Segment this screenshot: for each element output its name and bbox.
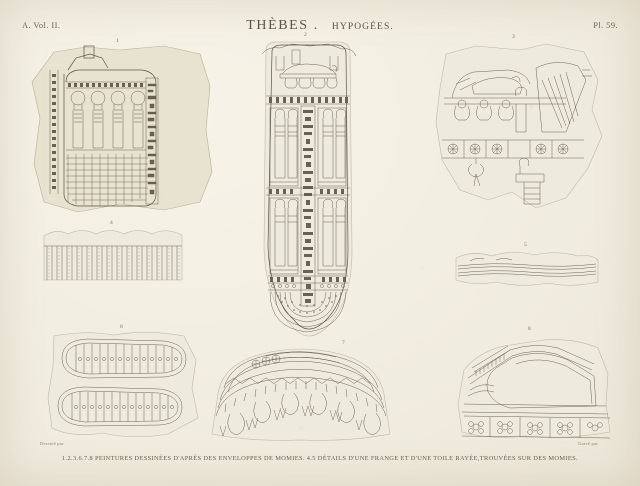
figure-8-number: 8 — [528, 326, 531, 332]
page-title: THÈBES . — [246, 18, 319, 33]
credit-left: Dessiné par — [40, 441, 64, 446]
figure-4-number: 4 — [110, 220, 113, 226]
plate-title-group: THÈBES . HYPOGÉES. — [0, 16, 640, 34]
figure-7-broad-collar: 7 — [200, 340, 400, 442]
figure-6-number: 6 — [120, 324, 123, 330]
credit-right: Gravé par — [577, 441, 598, 446]
figure-4-fringe-detail: 4 — [42, 220, 186, 284]
figure-5-striped-cloth: 5 — [452, 242, 602, 290]
figure-6-sandal-panels: 6 — [44, 324, 204, 440]
figure-2-number: 2 — [304, 32, 307, 38]
figure-8-cloth-corner: 8 — [448, 326, 618, 444]
figure-5-number: 5 — [524, 242, 527, 248]
figure-3-number: 3 — [512, 34, 515, 40]
page-subtitle: HYPOGÉES. — [331, 22, 394, 32]
figure-3-funerary-scene: 3 — [416, 34, 616, 220]
figure-1-number: 1 — [116, 38, 119, 44]
volume-label: A. Vol. II. — [22, 20, 61, 30]
plate-header: A. Vol. II. THÈBES . HYPOGÉES. Pl. 59. — [0, 18, 640, 38]
figure-1-netted-fragment: 1 — [24, 38, 216, 216]
plate-number: Pl. 59. — [593, 20, 618, 30]
figure-2-mummy-cartonnage: 2 — [232, 32, 382, 350]
plate-caption: 1.2.3.6.7.8 PEINTURES DESSINÉES D'APRÈS … — [62, 455, 578, 462]
figure-7-number: 7 — [342, 340, 345, 346]
